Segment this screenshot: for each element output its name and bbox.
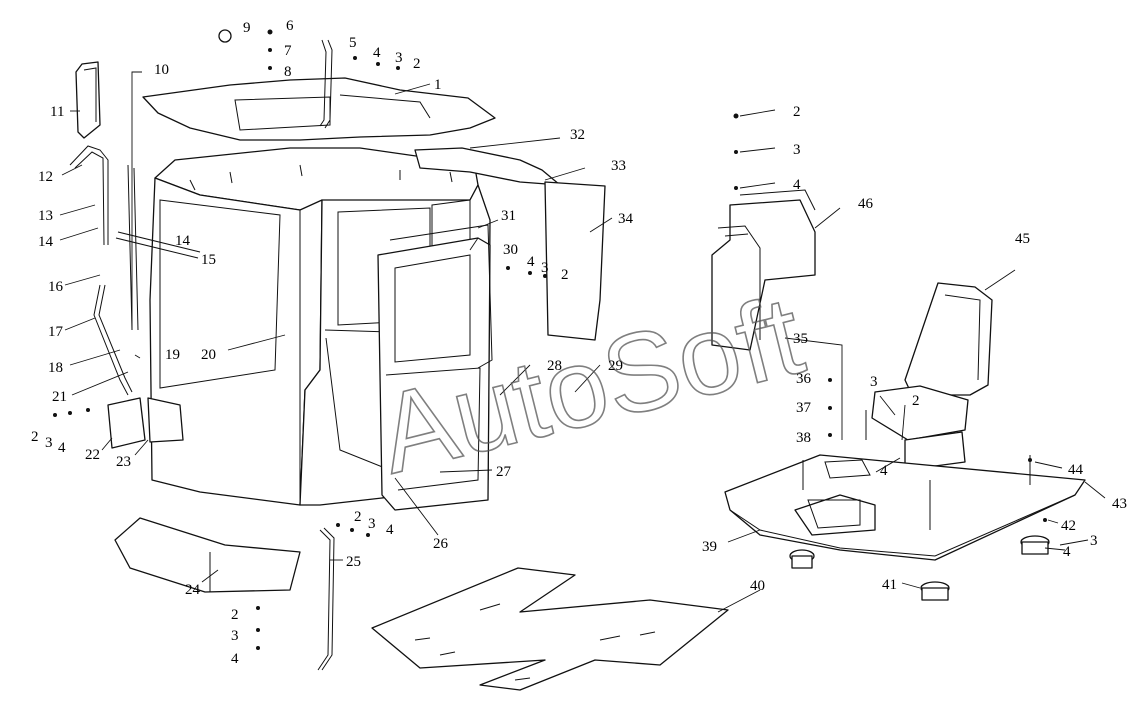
floor-mat (371, 567, 729, 691)
callout-4-console: 4 (793, 177, 801, 193)
mirror (75, 61, 101, 139)
callout-29: 29 (608, 358, 623, 374)
callout-2-console: 2 (793, 104, 801, 120)
callout-3-floor: 3 (1090, 533, 1098, 549)
callout-32: 32 (570, 127, 585, 143)
operator-seat (871, 282, 993, 471)
leader-lines (59, 71, 1106, 613)
callout-12: 12 (38, 169, 53, 185)
callout-labels: 1 2 3 4 5 6 7 8 9 10 11 12 13 14 14 15 1… (31, 18, 1127, 667)
callout-3-mid: 3 (368, 516, 376, 532)
callout-19: 19 (165, 347, 180, 363)
callout-9: 9 (243, 20, 251, 36)
callout-42: 42 (1061, 518, 1076, 534)
callout-36: 36 (796, 371, 812, 387)
callout-11: 11 (50, 104, 64, 120)
callout-23: 23 (116, 454, 131, 470)
callout-40: 40 (750, 578, 765, 594)
callout-2-seat: 2 (912, 393, 920, 409)
callout-27: 27 (496, 464, 512, 480)
callout-20: 20 (201, 347, 216, 363)
callout-3-door: 3 (541, 260, 549, 276)
callout-39: 39 (702, 539, 717, 555)
callout-14b: 14 (175, 233, 191, 249)
callout-1: 1 (434, 77, 442, 93)
callout-38: 38 (796, 430, 811, 446)
callout-45: 45 (1015, 231, 1030, 247)
callout-3-low: 3 (231, 628, 239, 644)
callout-26: 26 (433, 536, 449, 552)
roof-panel (142, 77, 496, 141)
callout-4-floor: 4 (1063, 544, 1071, 560)
callout-4-door: 4 (527, 254, 535, 270)
callout-4-low: 4 (231, 651, 239, 667)
callout-30: 30 (503, 242, 518, 258)
callout-4-left: 4 (58, 440, 66, 456)
callout-17: 17 (48, 324, 64, 340)
callout-41: 41 (882, 577, 897, 593)
callout-3-left: 3 (45, 435, 53, 451)
front-canopy (114, 517, 301, 593)
callout-15: 15 (201, 252, 216, 268)
callout-4-seat: 4 (880, 463, 888, 479)
callout-2-low: 2 (231, 607, 239, 623)
handrails (69, 39, 335, 671)
callout-10: 10 (154, 62, 169, 78)
rear-panels (414, 147, 606, 341)
callout-3-seat: 3 (870, 374, 878, 390)
callout-13: 13 (38, 208, 53, 224)
callout-3: 3 (395, 50, 403, 66)
callout-4: 4 (373, 45, 381, 61)
callout-3-console: 3 (793, 142, 801, 158)
callout-22: 22 (85, 447, 100, 463)
door-assembly (377, 224, 493, 511)
callout-4-mid: 4 (386, 522, 394, 538)
callout-28: 28 (547, 358, 562, 374)
callout-31: 31 (501, 208, 516, 224)
callout-2: 2 (413, 56, 421, 72)
callout-25: 25 (346, 554, 361, 570)
callout-33: 33 (611, 158, 626, 174)
callout-21: 21 (52, 389, 67, 405)
floor-plate (724, 454, 1086, 561)
callout-8: 8 (284, 64, 292, 80)
fasteners (53, 29, 1047, 650)
callout-35: 35 (793, 331, 808, 347)
callout-44: 44 (1068, 462, 1084, 478)
callout-46: 46 (858, 196, 874, 212)
callout-16: 16 (48, 279, 64, 295)
callout-5: 5 (349, 35, 357, 51)
callout-2-mid: 2 (354, 509, 362, 525)
callout-2-left: 2 (31, 429, 39, 445)
vibration-mounts (789, 535, 1050, 601)
front-brackets (107, 164, 201, 449)
callout-6: 6 (286, 18, 294, 34)
callout-34: 34 (618, 211, 634, 227)
callout-14a: 14 (38, 234, 54, 250)
callout-2-door: 2 (561, 267, 569, 283)
callout-37: 37 (796, 400, 812, 416)
callout-43: 43 (1112, 496, 1127, 512)
callout-7: 7 (284, 43, 292, 59)
callout-18: 18 (48, 360, 63, 376)
callout-24: 24 (185, 582, 201, 598)
control-console (711, 189, 816, 351)
